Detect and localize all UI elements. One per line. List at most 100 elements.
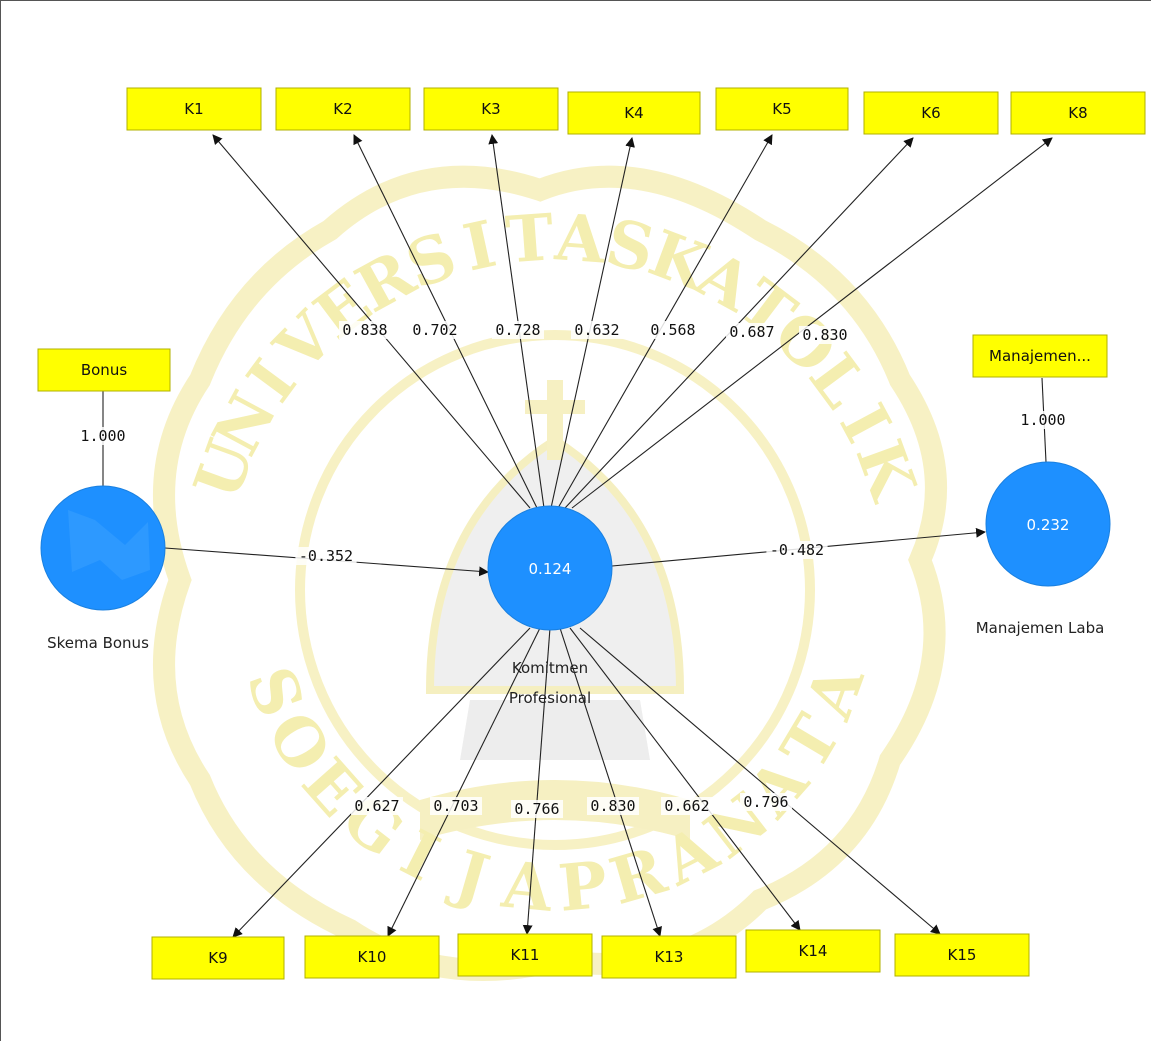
latent-komitmen-profesional[interactable]: 0.124 Komitmen Profesional — [487, 505, 613, 707]
loading-value-k6: 0.687 — [729, 323, 774, 341]
indicator-k6-box[interactable] — [863, 91, 999, 135]
indicator-k15-label: K15 — [948, 946, 977, 964]
latent-shade — [68, 510, 150, 580]
watermark-letter: A — [498, 847, 557, 927]
loading-value-k8: 0.830 — [802, 326, 847, 344]
loading-arrow-k9 — [232, 627, 531, 938]
indicator-k13-box[interactable] — [601, 935, 737, 979]
loading-value-k4-bg — [571, 321, 623, 339]
path-coefficient-skema-to-komitmen-bg — [295, 547, 357, 565]
indicator-k4[interactable]: K4 — [567, 91, 701, 135]
indicator-k11[interactable]: K11 — [457, 933, 593, 977]
indicator-k14-box[interactable] — [745, 929, 881, 973]
latent-circle-manajemen-laba[interactable] — [985, 461, 1111, 587]
indicator-k5-label: K5 — [772, 100, 791, 118]
indicator-k1-box[interactable] — [126, 87, 262, 131]
loading-arrow-k13 — [559, 627, 662, 937]
indicator-k3-label: K3 — [481, 100, 500, 118]
loading-arrow-k15 — [579, 627, 941, 935]
indicator-k15[interactable]: K15 — [894, 933, 1030, 977]
path-coefficient-skema-to-komitmen: -0.352 — [299, 547, 353, 565]
indicator-bonus[interactable]: Bonus — [37, 348, 171, 392]
indicator-k3-box[interactable] — [423, 87, 559, 131]
loading-value-k4: 0.632 — [574, 321, 619, 339]
latent-value-komitmen-profesional: 0.124 — [529, 560, 572, 578]
loading-arrow-k10 — [387, 627, 541, 937]
indicator-k1[interactable]: K1 — [126, 87, 262, 131]
loading-value-k14-bg — [661, 797, 713, 815]
loading-value-k5-bg — [647, 321, 699, 339]
loading-value-k8-bg — [799, 326, 851, 344]
indicator-k3[interactable]: K3 — [423, 87, 559, 131]
loading-value-k1: 0.838 — [342, 321, 387, 339]
loading-value-k2: 0.702 — [412, 321, 457, 339]
loading-value-k13-bg — [587, 797, 639, 815]
loading-value-k9-bg — [351, 797, 403, 815]
indicator-k10-box[interactable] — [304, 935, 440, 979]
indicator-manajemen-label: Manajemen... — [989, 347, 1091, 365]
indicator-k6[interactable]: K6 — [863, 91, 999, 135]
indicator-k8-label: K8 — [1068, 104, 1087, 122]
indicator-k14[interactable]: K14 — [745, 929, 881, 973]
indicator-k11-label: K11 — [511, 946, 540, 964]
indicator-k14-label: K14 — [799, 942, 828, 960]
indicator-k9[interactable]: K9 — [151, 936, 285, 980]
indicator-k1-label: K1 — [184, 100, 203, 118]
loading-arrow-k14 — [569, 627, 801, 931]
indicator-k9-box[interactable] — [151, 936, 285, 980]
indicator-k11-box[interactable] — [457, 933, 593, 977]
indicator-bonus-box[interactable] — [37, 348, 171, 392]
indicator-k2-box[interactable] — [275, 87, 411, 131]
loading-arrow-k8 — [571, 137, 1053, 509]
loading-arrow-k11 — [522, 627, 551, 935]
indicator-k15-box[interactable] — [894, 933, 1030, 977]
indicator-k2-label: K2 — [333, 100, 352, 118]
loading-value-bonus: 1.000 — [80, 427, 125, 445]
loading-value-k15-bg — [740, 793, 792, 811]
loading-value-k10: 0.703 — [433, 797, 478, 815]
loading-value-k3: 0.728 — [495, 321, 540, 339]
indicator-k13-label: K13 — [655, 948, 684, 966]
indicator-k4-label: K4 — [624, 104, 643, 122]
indicator-k4-box[interactable] — [567, 91, 701, 135]
indicator-k8[interactable]: K8 — [1010, 91, 1146, 135]
latent-label-komitmen-line1: Komitmen — [512, 659, 588, 677]
loading-value-bonus-bg — [77, 427, 129, 445]
latent-circle-komitmen-profesional[interactable] — [487, 505, 613, 631]
latent-manajemen-laba[interactable]: 0.232 Manajemen Laba — [976, 461, 1111, 637]
path-coefficient-komitmen-to-manajemen: -0.482 — [770, 541, 824, 559]
loading-value-k10-bg — [430, 797, 482, 815]
indicator-k8-box[interactable] — [1010, 91, 1146, 135]
loading-value-k3-bg — [492, 321, 544, 339]
indicator-manajemen-box[interactable] — [972, 334, 1108, 378]
latent-label-skema-bonus: Skema Bonus — [47, 634, 149, 652]
loading-value-k1-bg — [339, 321, 391, 339]
indicator-manajemen[interactable]: Manajemen... — [972, 334, 1108, 378]
loading-value-k11: 0.766 — [514, 800, 559, 818]
loading-value-k11-bg — [511, 800, 563, 818]
indicator-k13[interactable]: K13 — [601, 935, 737, 979]
path-coefficient-komitmen-to-manajemen-bg — [766, 541, 828, 559]
indicator-k9-label: K9 — [208, 949, 227, 967]
loading-value-k5: 0.568 — [650, 321, 695, 339]
indicator-k5[interactable]: K5 — [715, 87, 849, 131]
indicator-k2[interactable]: K2 — [275, 87, 411, 131]
latent-label-manajemen-laba: Manajemen Laba — [976, 619, 1105, 637]
latent-label-komitmen-line2: Profesional — [509, 689, 591, 707]
indicator-k5-box[interactable] — [715, 87, 849, 131]
indicator-k10[interactable]: K10 — [304, 935, 440, 979]
latent-skema-bonus[interactable]: Skema Bonus — [40, 485, 166, 652]
loading-value-k13: 0.830 — [590, 797, 635, 815]
indicator-bonus-label: Bonus — [81, 361, 127, 379]
loading-value-k2-bg — [409, 321, 461, 339]
loading-value-k9: 0.627 — [354, 797, 399, 815]
indicator-k10-label: K10 — [358, 948, 387, 966]
loading-value-manajemen: 1.000 — [1020, 411, 1065, 429]
watermark-letter: T — [503, 200, 556, 278]
loading-value-k14: 0.662 — [664, 797, 709, 815]
loading-value-k6-bg — [726, 323, 778, 341]
latent-value-manajemen-laba: 0.232 — [1027, 516, 1070, 534]
watermark-letter: A — [552, 200, 609, 279]
